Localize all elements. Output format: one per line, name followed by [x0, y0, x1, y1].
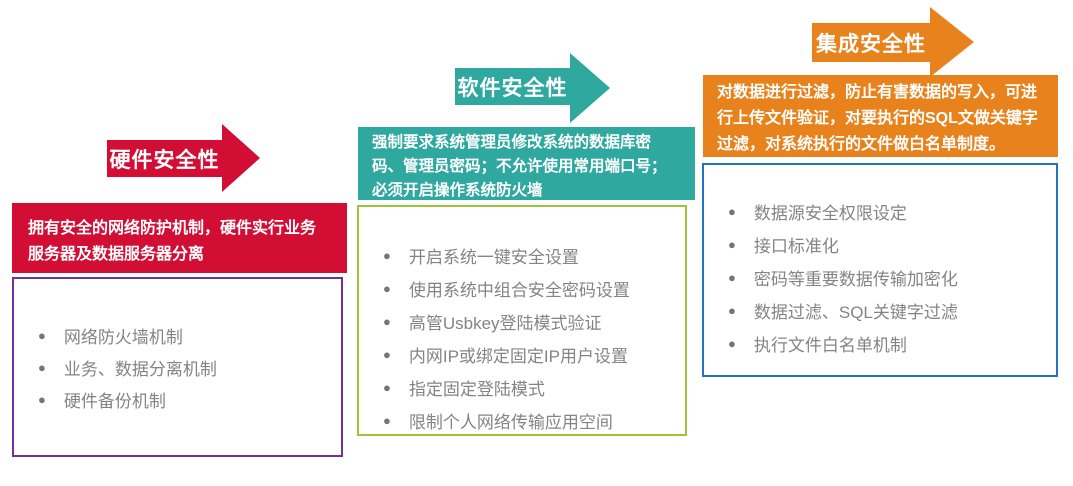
bullet-icon: ●: [728, 204, 736, 219]
list-item-label: 指定固定登陆模式: [408, 380, 545, 399]
bullet-icon: ●: [38, 391, 46, 407]
list-item: ● 接口标准化: [704, 228, 1056, 261]
bullet-icon: ●: [383, 380, 391, 395]
list-item: ● 指定固定登陆模式: [359, 371, 685, 404]
bullet-icon: ●: [383, 248, 391, 263]
list-item-label: 业务、数据分离机制: [63, 359, 217, 379]
list-item: ● 使用系统中组合安全密码设置: [359, 272, 685, 305]
list-item-label: 密码等重要数据传输加密化: [753, 270, 958, 289]
list-item-label: 接口标准化: [753, 237, 839, 256]
list-item: ● 限制个人网络传输应用空间: [359, 404, 685, 437]
list-item-label: 执行文件白名单机制: [753, 336, 907, 355]
integration-security-arrow: 集成安全性: [812, 23, 930, 62]
software-security-desc: 强制要求系统管理员修改系统的数据库密码、管理员密码；不允许使用常用端口号；必须开…: [358, 127, 695, 200]
software-security-arrow-head-icon: [570, 53, 610, 123]
list-item: ● 执行文件白名单机制: [704, 327, 1056, 360]
software-security-arrow: 软件安全性: [455, 68, 570, 105]
list-item-label: 数据过滤、SQL关键字过滤: [753, 303, 958, 322]
list-item-label: 限制个人网络传输应用空间: [408, 413, 613, 432]
bullet-icon: ●: [383, 347, 391, 362]
bullet-icon: ●: [38, 327, 46, 343]
list-item-label: 内网IP或绑定固定IP用户设置: [408, 347, 628, 366]
list-item-label: 使用系统中组合安全密码设置: [408, 281, 630, 300]
list-item: ● 密码等重要数据传输加密化: [704, 261, 1056, 294]
list-item-label: 高管Usbkey登陆模式验证: [408, 314, 602, 333]
hardware-security-list: ● 网络防火墙机制 ● 业务、数据分离机制 ● 硬件备份机制: [12, 277, 343, 457]
software-security-title: 软件安全性: [457, 76, 568, 100]
list-item-label: 网络防火墙机制: [63, 327, 183, 347]
hardware-security-arrow-head-icon: [222, 124, 260, 192]
integration-security-title: 集成安全性: [816, 32, 926, 56]
integration-security-items: ● 数据源安全权限设定 ● 接口标准化 ● 密码等重要数据传输加密化 ● 数据过…: [704, 165, 1056, 360]
hardware-security-items: ● 网络防火墙机制 ● 业务、数据分离机制 ● 硬件备份机制: [14, 279, 341, 415]
bullet-icon: ●: [383, 314, 391, 329]
integration-security-desc: 对数据进行过滤，防止有害数据的写入，可进行上传文件验证，对要执行的SQL文做关键…: [703, 75, 1058, 157]
list-item: ● 内网IP或绑定固定IP用户设置: [359, 338, 685, 371]
bullet-icon: ●: [38, 359, 46, 375]
hardware-security-title: 硬件安全性: [109, 148, 220, 172]
list-item-label: 数据源安全权限设定: [753, 204, 907, 223]
bullet-icon: ●: [728, 336, 736, 351]
list-item: ● 高管Usbkey登陆模式验证: [359, 305, 685, 338]
integration-security-arrow-head-icon: [930, 7, 974, 77]
bullet-icon: ●: [728, 237, 736, 252]
list-item: ● 业务、数据分离机制: [14, 351, 341, 383]
list-item: ● 硬件备份机制: [14, 383, 341, 415]
list-item: ● 数据过滤、SQL关键字过滤: [704, 294, 1056, 327]
list-item: ● 网络防火墙机制: [14, 319, 341, 351]
bullet-icon: ●: [728, 270, 736, 285]
hardware-security-desc: 拥有安全的网络防护机制，硬件实行业务服务器及数据服务器分离: [12, 203, 347, 273]
software-security-items: ● 开启系统一键安全设置 ● 使用系统中组合安全密码设置 ● 高管Usbkey登…: [359, 207, 685, 437]
list-item: ● 数据源安全权限设定: [704, 195, 1056, 228]
hardware-security-arrow: 硬件安全性: [107, 140, 222, 177]
bullet-icon: ●: [728, 303, 736, 318]
list-item: ● 开启系统一键安全设置: [359, 239, 685, 272]
bullet-icon: ●: [383, 281, 391, 296]
list-item-label: 开启系统一键安全设置: [408, 248, 579, 267]
integration-security-list: ● 数据源安全权限设定 ● 接口标准化 ● 密码等重要数据传输加密化 ● 数据过…: [702, 163, 1058, 377]
bullet-icon: ●: [383, 413, 391, 428]
list-item-label: 硬件备份机制: [63, 391, 166, 411]
software-security-list: ● 开启系统一键安全设置 ● 使用系统中组合安全密码设置 ● 高管Usbkey登…: [357, 205, 687, 436]
